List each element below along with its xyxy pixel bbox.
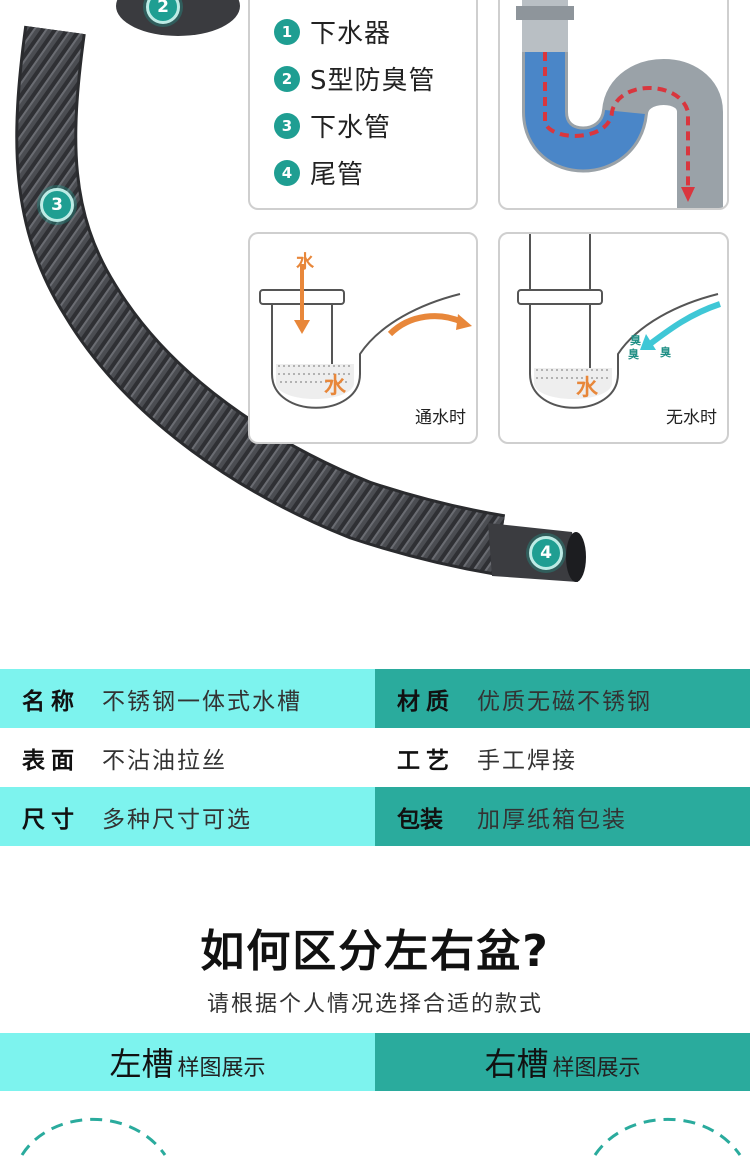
odor-label: 臭 (660, 346, 671, 359)
spec-row: 名称 不锈钢一体式水槽 材质 优质无磁不锈钢 (0, 669, 750, 728)
marker-3: 3 (40, 188, 74, 222)
spec-cell-size: 尺寸 多种尺寸可选 (0, 787, 375, 846)
sample-tabs: 左槽 样图展示 右槽 样图展示 (0, 1033, 750, 1091)
spec-cell-surface: 表面 不沾油拉丝 (0, 728, 375, 787)
s-trap-graphic (516, 0, 723, 208)
drain-hose-graphic (15, 0, 586, 582)
tab-right-basin[interactable]: 右槽 样图展示 (375, 1033, 750, 1091)
with-water-graphic (259, 264, 472, 409)
spec-cell-craft: 工艺 手工焊接 (375, 728, 750, 787)
product-illustration: 2 3 4 1 下水器 2 S型防臭管 3 下水管 4 尾管 (15, 0, 729, 582)
section-subtitle: 请根据个人情况选择合适的款式 (206, 992, 543, 1017)
water-label-bottom: 水 (324, 374, 347, 399)
odor-label: 臭 (630, 334, 641, 347)
decorative-arcs (20, 1117, 742, 1156)
flow-arrow-path (543, 52, 690, 192)
spec-cell-material: 材质 优质无磁不锈钢 (375, 669, 750, 728)
corrugated-hose (18, 26, 505, 573)
spec-row: 尺寸 多种尺寸可选 包装 加厚纸箱包装 (0, 787, 750, 846)
legend-item: 1 下水器 (250, 8, 476, 55)
spec-table: 名称 不锈钢一体式水槽 材质 优质无磁不锈钢 表面 不沾油拉丝 工艺 手工焊接 … (0, 669, 750, 846)
spec-cell-name: 名称 不锈钢一体式水槽 (0, 669, 375, 728)
without-water-diagram-card: 臭 臭 臭 水 无水时 (498, 232, 729, 444)
legend-item: 4 尾管 (250, 149, 476, 196)
with-water-caption: 通水时 (415, 408, 466, 428)
spec-cell-packaging: 包装 加厚纸箱包装 (375, 787, 750, 846)
water-label-bottom: 水 (576, 376, 599, 401)
water-label-top: 水 (296, 252, 314, 273)
without-water-caption: 无水时 (666, 408, 717, 428)
legend-item: 2 S型防臭管 (250, 55, 476, 102)
s-trap-image-card (498, 0, 729, 210)
spec-row: 表面 不沾油拉丝 工艺 手工焊接 (0, 728, 750, 787)
with-water-diagram-card: 水 水 通水时 (248, 232, 478, 444)
odor-label: 臭 (628, 348, 639, 361)
without-water-graphic (517, 234, 721, 409)
marker-4: 4 (529, 536, 563, 570)
section-title: 如何区分左右盆? (200, 926, 550, 977)
parts-legend-card: 1 下水器 2 S型防臭管 3 下水管 4 尾管 (248, 0, 478, 210)
tab-left-basin[interactable]: 左槽 样图展示 (0, 1033, 375, 1091)
legend-item: 3 下水管 (250, 102, 476, 149)
